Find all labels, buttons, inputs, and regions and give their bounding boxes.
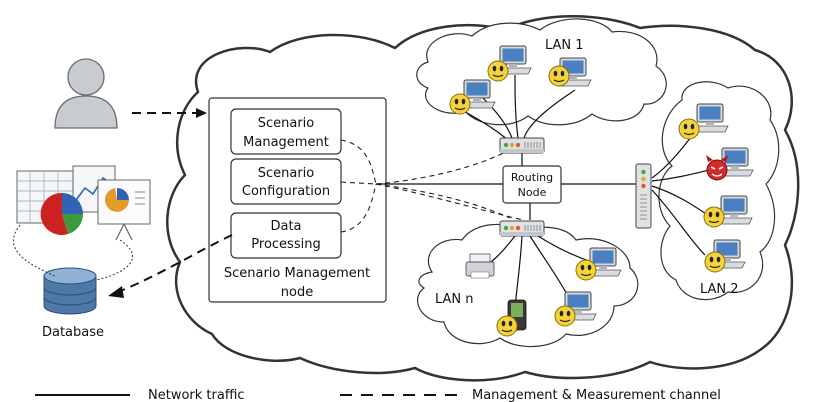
lan1-smiley-icon xyxy=(487,60,509,82)
lann-label: LAN n xyxy=(435,292,474,307)
database-icon xyxy=(43,267,97,315)
charts-db-link xyxy=(95,239,134,281)
user-arrow-head xyxy=(196,108,207,118)
printer-icon[interactable] xyxy=(465,253,495,279)
charts-icon xyxy=(16,165,151,241)
routing-node-label-2: Node xyxy=(518,186,547,199)
scenario-management-label-2: Management xyxy=(243,135,329,150)
scenario-configuration-label-2: Configuration xyxy=(242,184,330,199)
node-title-1: Scenario Management xyxy=(224,266,370,281)
lann-smiley-icon xyxy=(575,259,597,281)
routing-node-label-1: Routing xyxy=(511,171,553,184)
data-processing-label-2: Processing xyxy=(251,237,320,252)
pda-smiley-icon xyxy=(496,315,518,337)
data-processing-label-1: Data xyxy=(270,219,301,234)
lan2-label: LAN 2 xyxy=(700,282,739,297)
lan2-smiley-icon xyxy=(704,251,726,273)
lan2-smiley-icon xyxy=(703,206,725,228)
lan1-smiley-icon xyxy=(548,65,570,87)
scenario-management-label-1: Scenario xyxy=(258,116,315,131)
charts-db-link xyxy=(13,224,56,277)
lan1-smiley-icon xyxy=(449,93,471,115)
scenario-management-module[interactable] xyxy=(230,108,342,155)
devil-icon xyxy=(706,155,728,181)
lan1-label: LAN 1 xyxy=(545,38,584,53)
lan2-smiley-icon xyxy=(678,118,700,140)
lan2-switch-icon[interactable] xyxy=(635,163,652,229)
lan1-switch-icon[interactable] xyxy=(499,137,545,154)
scenario-configuration-module[interactable] xyxy=(230,158,342,205)
lann-smiley-icon xyxy=(554,305,576,327)
database-label: Database xyxy=(42,325,104,340)
database-arrow xyxy=(117,234,233,293)
legend-management-label: Management & Measurement channel xyxy=(472,388,721,402)
lann-switch-icon[interactable] xyxy=(499,220,545,237)
scenario-configuration-label-1: Scenario xyxy=(258,166,315,181)
legend-network-label: Network traffic xyxy=(148,388,245,402)
management-channels xyxy=(340,139,524,233)
node-title-2: node xyxy=(281,285,313,300)
user-icon xyxy=(54,58,118,129)
database-arrow-head xyxy=(108,286,124,298)
